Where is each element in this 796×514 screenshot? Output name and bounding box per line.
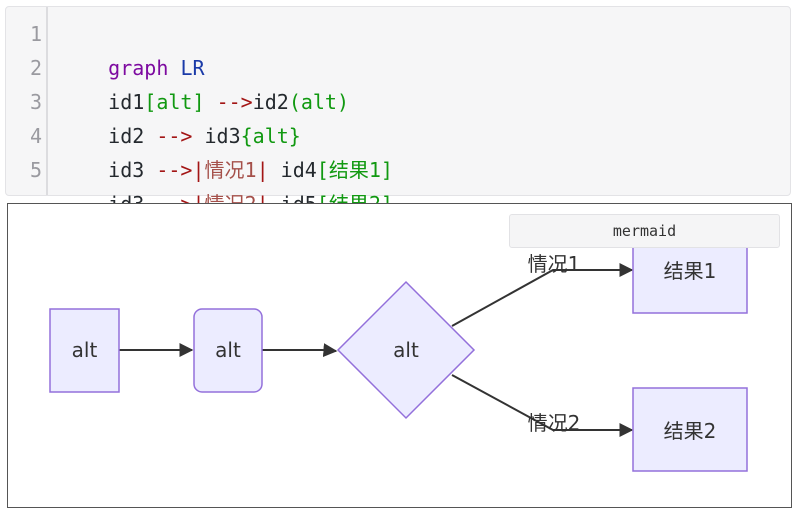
code-token-edge-label: 情况1 (204, 158, 257, 182)
line-number-gutter: 1 2 3 4 5 (6, 7, 48, 195)
code-line: id1[alt] -->id2(alt) (60, 51, 349, 153)
node-id2-shape (193, 308, 263, 393)
language-badge: mermaid (509, 214, 780, 248)
code-token-pipe: | (192, 158, 205, 182)
line-number: 4 (29, 124, 42, 148)
node-id1: alt (49, 308, 120, 393)
code-token-node: {alt} (240, 124, 301, 148)
code-token-node: (alt) (288, 90, 350, 114)
code-token-node: [alt] (144, 90, 205, 114)
node-id2-label: alt (215, 338, 241, 362)
line-number: 2 (29, 56, 42, 80)
code-token-keyword: graph (108, 56, 169, 80)
code-token-node: [结果1] (316, 158, 393, 182)
code-line: id3 -->|情况1| id4[结果1] (60, 119, 393, 221)
edge-label-id3-id4: 情况1 (528, 252, 581, 276)
code-token-id: id3 (108, 158, 145, 182)
node-id5-shape (632, 387, 748, 472)
code-token-id: id4 (268, 158, 317, 182)
line-number: 3 (29, 90, 42, 114)
code-token-id: id2 (252, 90, 289, 114)
line-number: 5 (29, 158, 42, 182)
node-id4-label: 结果1 (664, 259, 717, 283)
node-id5: 结果2 (632, 387, 748, 472)
node-id3-label: alt (393, 338, 419, 362)
edge-label-id3-id5: 情况2 (528, 411, 581, 435)
code-token-arrow: --> (216, 90, 253, 114)
node-id3-shape (336, 280, 476, 420)
code-token-arrow: --> (156, 158, 193, 182)
edge-id3-id5 (451, 374, 634, 437)
code-line: graph LR (60, 17, 205, 119)
node-id3: alt (336, 280, 476, 420)
code-token-id: id3 (192, 124, 241, 148)
line-number: 1 (29, 22, 42, 46)
code-token-id: id1 (108, 90, 145, 114)
node-id1-shape (49, 308, 120, 393)
node-id5-label: 结果2 (664, 419, 717, 443)
code-token-direction: LR (180, 56, 205, 80)
node-id1-label: alt (72, 338, 98, 362)
edge-id2-id3 (262, 343, 338, 358)
code-token-pipe: | (256, 158, 269, 182)
node-id2: alt (193, 308, 263, 393)
edge-id3-id4 (451, 263, 634, 327)
code-token-id: id2 (108, 124, 145, 148)
code-line: id2 --> id3{alt} (60, 85, 301, 187)
code-token-arrow: --> (156, 124, 193, 148)
